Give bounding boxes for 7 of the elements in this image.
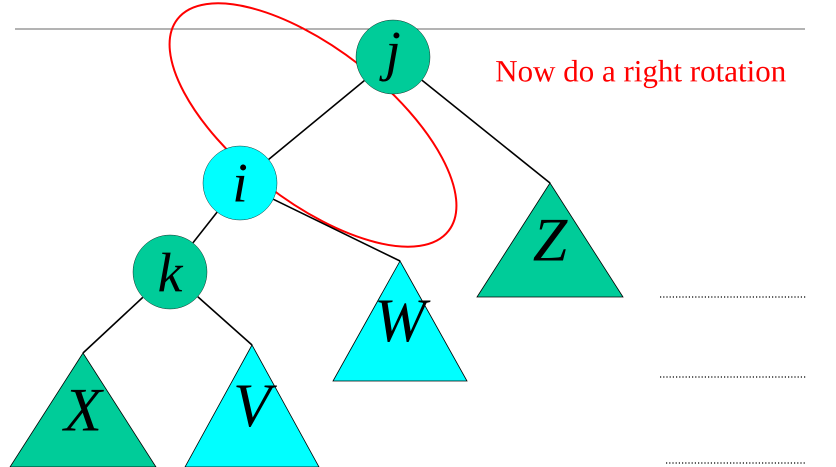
tree-edge [82, 296, 144, 354]
tree-edge [422, 80, 550, 184]
tree-edge [197, 296, 253, 346]
tree-edge [268, 80, 365, 160]
annotation-text: Now do a right rotation [496, 60, 786, 88]
tree-edge [192, 212, 218, 244]
tree-edge [273, 198, 400, 262]
